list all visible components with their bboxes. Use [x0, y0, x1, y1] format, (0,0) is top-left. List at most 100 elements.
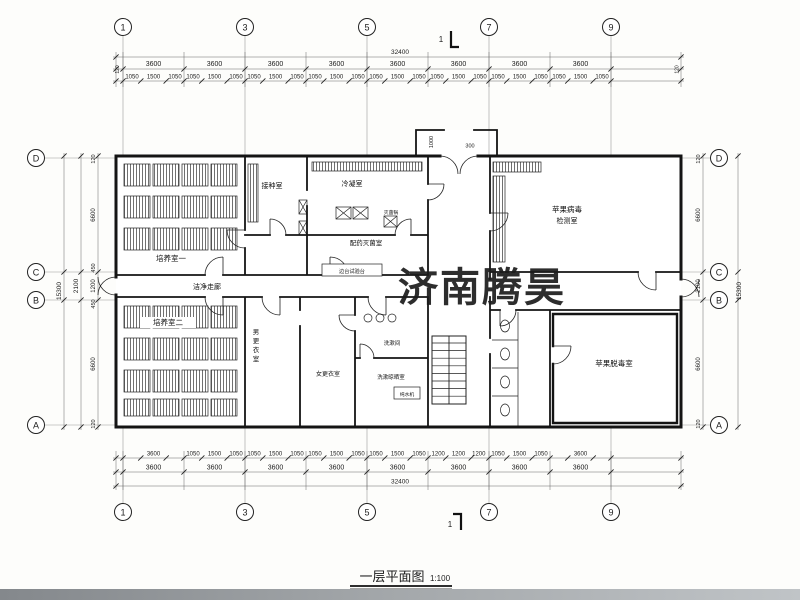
dim-label: 1050 [491, 452, 505, 458]
label-backing [140, 317, 196, 328]
plan-line [486, 455, 492, 461]
plan-line [468, 78, 475, 84]
section-number-bottom: 1 [448, 520, 453, 529]
vestibule-footprint [416, 130, 497, 156]
east-exit-door [680, 278, 700, 298]
plan-line [163, 455, 170, 461]
room-label-bench: 边台试验台 [339, 267, 365, 275]
room-label-detox: 苹果脱毒室 [595, 358, 633, 368]
plan-line [285, 78, 292, 84]
sink [387, 313, 397, 323]
room-label-women-changing: 女更衣室 [316, 370, 340, 378]
plan-line [181, 469, 187, 475]
plan-line [120, 469, 126, 475]
room-labels: 培养室一 培养室二 接种室 冷凝室 配药灭菌室 苹果病毒 检测室 洁净走廊 男更… [140, 179, 633, 398]
plan-line [181, 78, 187, 84]
plan-line [678, 78, 684, 84]
plan-line [425, 455, 431, 461]
dim-label: 1500 [574, 75, 588, 81]
dim-label: 3600 [147, 452, 161, 458]
plan-line [678, 469, 684, 475]
plan-line [486, 78, 492, 84]
plan-line [61, 269, 67, 275]
dim-label: 1500 [391, 452, 405, 458]
building-footprint [116, 156, 681, 427]
plan-line [242, 78, 248, 84]
section-markers [449, 31, 463, 530]
dim-label: 1050 [290, 75, 304, 81]
plan-line [78, 153, 84, 159]
sterilizer-unit [352, 206, 369, 220]
plan-line [547, 66, 553, 72]
dim-vestibule-width: 1000 [429, 136, 435, 148]
door-arc [261, 296, 281, 316]
plan-line [364, 66, 370, 72]
wash-sinks [363, 313, 397, 323]
room-label-drying: 洗漱晾晒室 [377, 373, 405, 381]
dim-label: 1050 [308, 75, 322, 81]
grid-letter: C [33, 268, 40, 278]
room-label-washroom: 洗漱间 [384, 339, 401, 347]
culture-rack [152, 337, 180, 361]
room-label-culture2: 培养室二 [153, 317, 183, 327]
dim-overall-left: 15300 [56, 282, 63, 300]
plan-line [678, 66, 684, 72]
dim-label: 3600 [207, 61, 223, 68]
dim-label: 3600 [390, 465, 406, 472]
dim-label: 3600 [329, 61, 345, 68]
sterilizer-unit [335, 206, 352, 220]
dim-label: 3600 [390, 61, 406, 68]
water-machine-box [393, 386, 421, 400]
dim-label: 1500 [147, 75, 161, 81]
culture-rack [210, 398, 238, 417]
drawing-title: 一层平面图 [359, 569, 424, 584]
plan-line [113, 469, 119, 475]
plan-line [529, 78, 536, 84]
room-label-virus-test-2: 检测室 [557, 216, 578, 225]
dim-label: 1050 [473, 75, 487, 81]
culture-rack [152, 369, 180, 393]
plan-line [303, 469, 309, 475]
grid-letter: B [716, 296, 722, 306]
label-backing [143, 253, 199, 264]
grid-letter: A [716, 421, 722, 431]
plan-line [608, 78, 614, 84]
plan-line [120, 78, 126, 84]
culture-rack [123, 369, 151, 393]
culture-rack [210, 163, 238, 187]
grid-letter: B [33, 296, 39, 306]
door-arc [367, 296, 387, 316]
grid-number: 5 [364, 508, 369, 518]
dim-label: 1200 [91, 279, 97, 293]
dim-label: 1050 [534, 452, 548, 458]
door-arc [394, 218, 412, 236]
dim-label: 120 [91, 154, 97, 163]
grid-number: 7 [486, 508, 491, 518]
culture-rack [210, 195, 238, 219]
culture-rack [123, 337, 151, 361]
dim-label: 1050 [290, 452, 304, 458]
plan-line [95, 153, 101, 159]
room-label-water-machine: 纯水机 [400, 391, 415, 398]
plan-line [425, 469, 431, 475]
dim-label: 6600 [91, 357, 97, 371]
dim-label: 1500 [208, 452, 222, 458]
door-arc [489, 212, 509, 232]
plan-line [381, 455, 388, 461]
dim-edge-left: 120 [115, 65, 121, 74]
plan-line [320, 78, 327, 84]
dim-label: 1500 [330, 75, 344, 81]
plan-line [242, 66, 248, 72]
plan-line [113, 66, 119, 72]
culture-rack [152, 227, 180, 251]
plan-line [242, 469, 248, 475]
benches [247, 161, 542, 263]
plan-line [259, 78, 266, 84]
plan-line [608, 66, 614, 72]
plan-line [181, 66, 187, 72]
plan-line [503, 78, 510, 84]
plan-line [61, 424, 67, 430]
bench-virus-room-left [492, 175, 506, 263]
plan-line [442, 455, 449, 461]
